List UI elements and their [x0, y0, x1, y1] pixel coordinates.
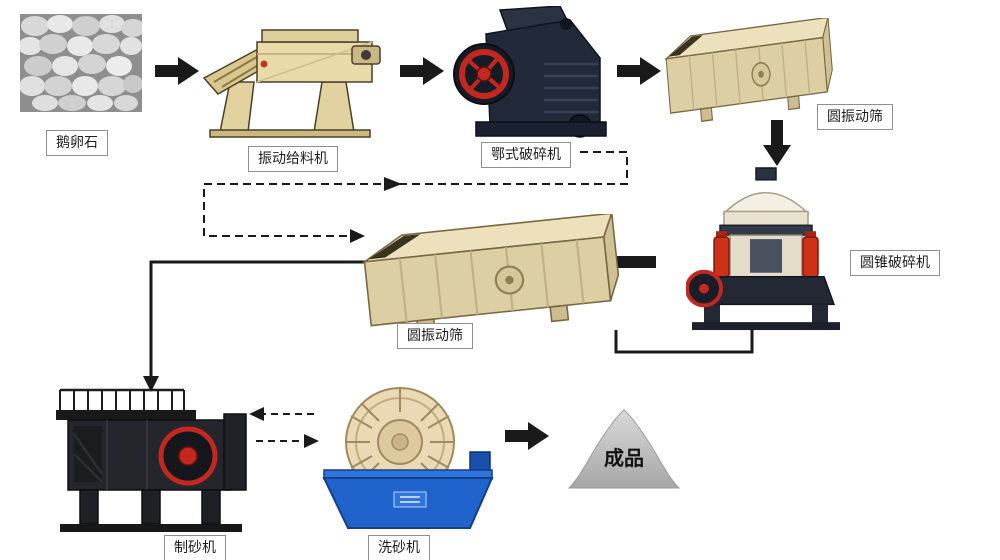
- label-jaw-crusher: 鄂式破碎机: [481, 142, 571, 168]
- line-screen2-return-conecrusher: [614, 326, 754, 354]
- arrow-feeder-to-jawcrusher: [400, 57, 444, 85]
- crusher-body: [485, 19, 601, 125]
- arrow-jawcrusher-to-screen1: [617, 57, 661, 85]
- pebbles-photo: [20, 14, 142, 112]
- washer-motor: [469, 451, 491, 471]
- vibrating-screen-1-illustration: [658, 18, 836, 122]
- line-screen2-to-sandmaker: [149, 260, 372, 378]
- sand-washer-illustration: [318, 386, 496, 532]
- vibrating-screen-2-illustration: [352, 214, 624, 336]
- product-label: 成品: [604, 448, 644, 470]
- label-feeder: 振动给料机: [248, 146, 338, 172]
- spring-foot: [699, 106, 714, 122]
- arrow-screen1-to-conecrusher: [763, 120, 791, 166]
- label-sand-washer: 洗砂机: [368, 535, 430, 560]
- vibrating-feeder-illustration: [202, 20, 397, 142]
- dashed-arrowhead-right: [304, 434, 319, 448]
- label-cone-crusher: 圆锥破碎机: [850, 250, 940, 276]
- spring-foot: [787, 95, 801, 111]
- arrow-washer-to-product: [505, 422, 549, 450]
- label-pebbles: 鹅卵石: [46, 130, 108, 156]
- screen-mouth: [668, 35, 703, 57]
- feeder-leg: [313, 81, 355, 133]
- hydraulic-cylinder: [713, 236, 730, 278]
- cone-crusher-illustration: [686, 166, 846, 334]
- screen-mouth: [368, 234, 421, 260]
- jaw-crusher-illustration: [448, 6, 613, 146]
- arrowhead-into-sandmaker: [143, 376, 159, 392]
- crusher-dome: [722, 192, 810, 215]
- dashed-arrowhead-into-screen2: [350, 229, 365, 243]
- label-sand-maker: 制砂机: [164, 535, 226, 560]
- label-screen-2: 圆振动筛: [397, 323, 473, 349]
- dashed-path-mid-arrowhead: [384, 177, 402, 191]
- sand-maker-illustration: [52, 384, 248, 532]
- dashed-recirculation-path: [203, 151, 628, 237]
- arrow-pebbles-to-feeder: [155, 57, 199, 85]
- spring-foot: [549, 304, 570, 323]
- dashed-arrowhead-left: [249, 407, 264, 421]
- label-screen-1: 圆振动筛: [817, 104, 893, 130]
- product-pile: [565, 406, 683, 490]
- hydraulic-cylinder: [802, 236, 819, 278]
